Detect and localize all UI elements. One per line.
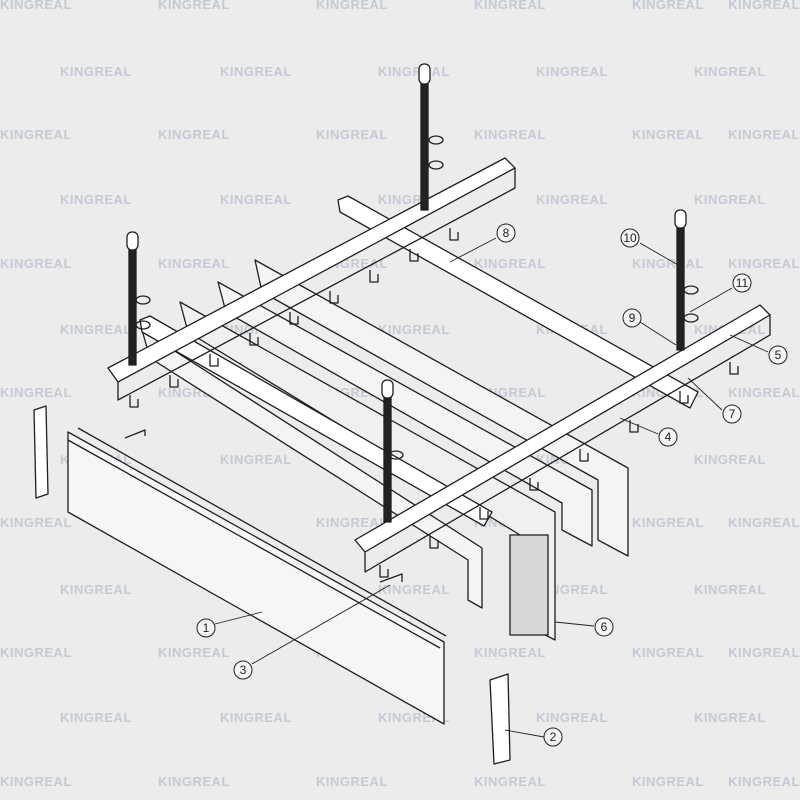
carrier-back <box>107 157 516 408</box>
callout-circle <box>732 273 752 293</box>
end-cap-left <box>33 405 49 499</box>
callout-number: 6 <box>601 620 608 634</box>
callout-circle <box>658 427 678 447</box>
leader-lines <box>214 237 769 738</box>
callout-4: 4 <box>658 427 678 447</box>
callout-11: 11 <box>732 273 752 293</box>
callout-number: 8 <box>503 226 510 240</box>
callout-circle <box>543 727 563 747</box>
callout-2: 2 <box>543 727 563 747</box>
callout-circle <box>196 618 216 638</box>
callout-10: 10 <box>620 228 640 248</box>
callout-circle <box>233 660 253 680</box>
callout-3: 3 <box>233 660 253 680</box>
front-panel <box>67 431 445 725</box>
callout-6: 6 <box>594 617 614 637</box>
callout-9: 9 <box>622 308 642 328</box>
callout-7: 7 <box>722 404 742 424</box>
callout-circle <box>722 404 742 424</box>
main-channel <box>337 195 699 409</box>
clip <box>124 429 403 583</box>
callout-number: 1 <box>203 621 210 635</box>
callout-number: 10 <box>623 231 637 245</box>
callout-number: 7 <box>729 407 736 421</box>
end-cap-right <box>489 673 511 765</box>
hanger-tops <box>126 63 687 399</box>
hanger-springs <box>135 135 699 460</box>
callout-circle <box>768 345 788 365</box>
callout-5: 5 <box>768 345 788 365</box>
callout-circle <box>594 617 614 637</box>
callout-number: 5 <box>775 348 782 362</box>
callout-number: 3 <box>240 663 247 677</box>
callout-circle <box>622 308 642 328</box>
callout-circle <box>620 228 640 248</box>
callout-1: 1 <box>196 618 216 638</box>
callout-number: 2 <box>550 730 557 744</box>
callout-8: 8 <box>496 223 516 243</box>
callout-circle <box>496 223 516 243</box>
callout-number: 4 <box>665 430 672 444</box>
callout-number: 9 <box>629 311 636 325</box>
carrier-front <box>354 304 771 578</box>
callout-number: 11 <box>736 276 749 290</box>
